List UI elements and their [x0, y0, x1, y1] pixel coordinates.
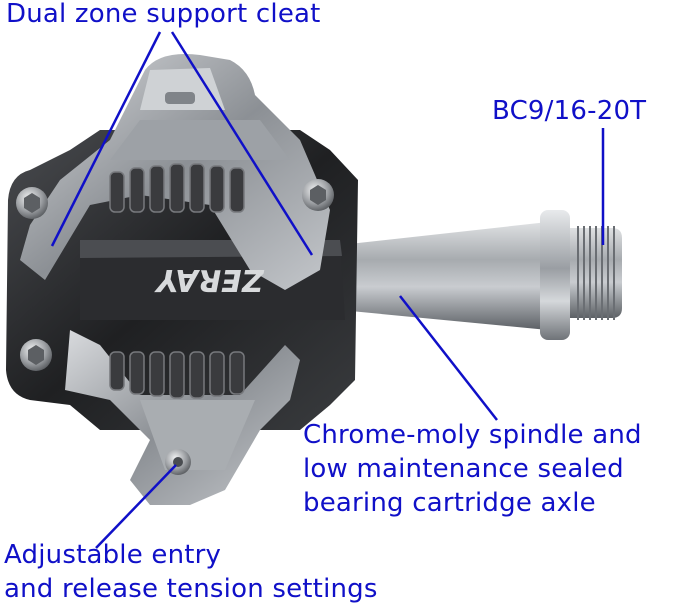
leader-spindle [399, 295, 498, 421]
lower-spring [109, 351, 245, 399]
spindle-annotation-line-2: low maintenance sealed [303, 454, 624, 484]
upper-spring [109, 163, 245, 213]
spindle [340, 210, 622, 340]
thread-annotation: BC9/16-20T [492, 94, 646, 128]
tension-annotation: Adjustable entry and release tension set… [4, 538, 378, 606]
hex-bolts [16, 179, 334, 371]
brand-logo: ZERAY [153, 262, 264, 297]
spindle-annotation-line-3: bearing cartridge axle [303, 488, 596, 518]
spindle-annotation-line-1: Chrome-moly spindle and [303, 420, 642, 450]
tension-annotation-line-1: Adjustable entry [4, 540, 222, 570]
tension-annotation-line-2: and release tension settings [4, 574, 378, 604]
spindle-thread [577, 226, 615, 320]
cleat-annotation-text: Dual zone support cleat [6, 0, 321, 29]
thread-annotation-text: BC9/16-20T [492, 96, 647, 126]
leader-cleat-right [170, 31, 314, 256]
leader-cleat-left [50, 31, 162, 247]
spindle-annotation: Chrome-moly spindle and low maintenance … [303, 418, 642, 520]
leader-lines [50, 31, 605, 549]
cleat-annotation: Dual zone support cleat [6, 0, 321, 31]
lower-cleat-plate [65, 330, 300, 505]
leader-tension [95, 464, 177, 549]
